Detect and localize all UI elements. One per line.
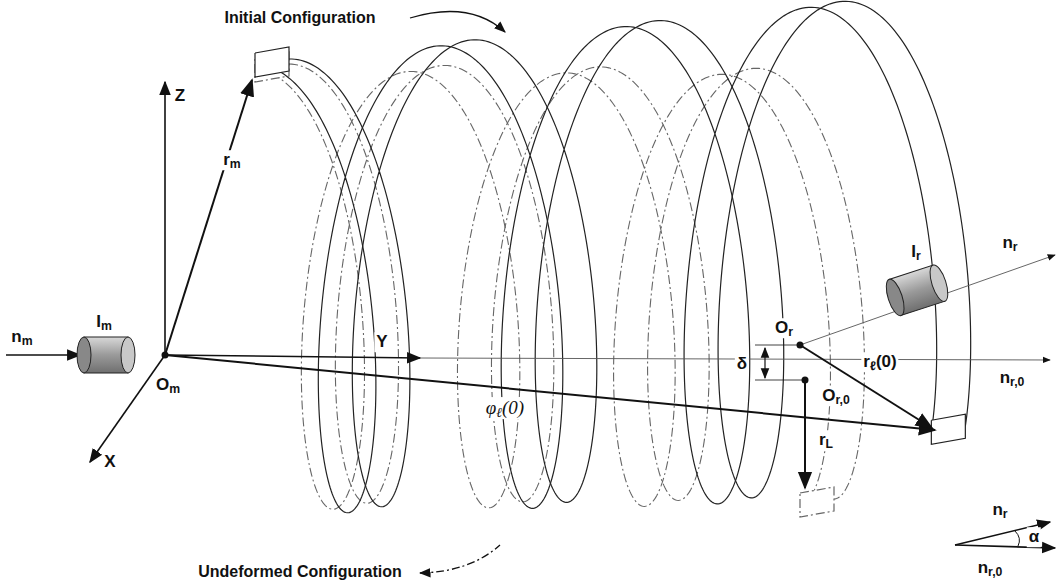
- r-l-vector: [800, 345, 932, 428]
- vector-label: nr,0: [976, 558, 1005, 578]
- configuration-label: Undeformed Configuration: [196, 563, 404, 581]
- vector-label: nr: [990, 500, 1009, 520]
- callout-arrow: [420, 545, 500, 573]
- point-label: Om: [154, 375, 182, 395]
- vector-label: nm: [9, 327, 34, 347]
- spring-end: [255, 47, 289, 77]
- delta-dimension: [764, 348, 765, 378]
- origin-point: [162, 352, 169, 359]
- vector-label: nr: [1000, 233, 1019, 253]
- r-m-vector: [165, 80, 252, 355]
- vector-label: rm: [221, 150, 243, 170]
- inertia-label: Ir: [909, 242, 923, 262]
- vectors: [6, 12, 1055, 573]
- spring-edge: [255, 7, 937, 512]
- inertia-cylinder: [77, 337, 135, 373]
- spring-edge: [289, 1, 971, 506]
- delta-extension: [755, 380, 805, 381]
- spring-end: [800, 487, 834, 517]
- axis-label: X: [102, 452, 117, 472]
- n-r-axis: [800, 255, 1055, 345]
- helical-spring: [255, 1, 971, 517]
- z-axis: [164, 82, 166, 355]
- callout-arrow: [410, 12, 505, 32]
- alpha-arc: [1015, 531, 1019, 546]
- vector-label: nr,0: [998, 368, 1027, 388]
- origin-point: [802, 377, 809, 384]
- dimension-label: δ: [735, 354, 749, 374]
- inertia-cylinder: [883, 263, 952, 318]
- inertia-label: Im: [94, 312, 114, 332]
- delta-extension: [755, 345, 800, 346]
- angle-label: α: [1027, 527, 1041, 547]
- r-big-l-vector: [804, 380, 806, 488]
- vector-label: rℓ(0): [861, 352, 898, 372]
- spring-end: [931, 414, 965, 444]
- point-label: Or: [773, 318, 795, 338]
- axis-label: Z: [173, 86, 187, 106]
- y-axis: [165, 355, 420, 358]
- vector-label: rL: [817, 430, 835, 450]
- axis-label: Y: [374, 332, 389, 352]
- n-m-vector: [6, 354, 80, 356]
- phi-vector: [165, 355, 935, 430]
- point-label: Or,0: [820, 386, 852, 406]
- origin-point: [797, 342, 804, 349]
- configuration-label: Initial Configuration: [222, 9, 377, 27]
- vector-label: φℓ(0): [484, 397, 526, 419]
